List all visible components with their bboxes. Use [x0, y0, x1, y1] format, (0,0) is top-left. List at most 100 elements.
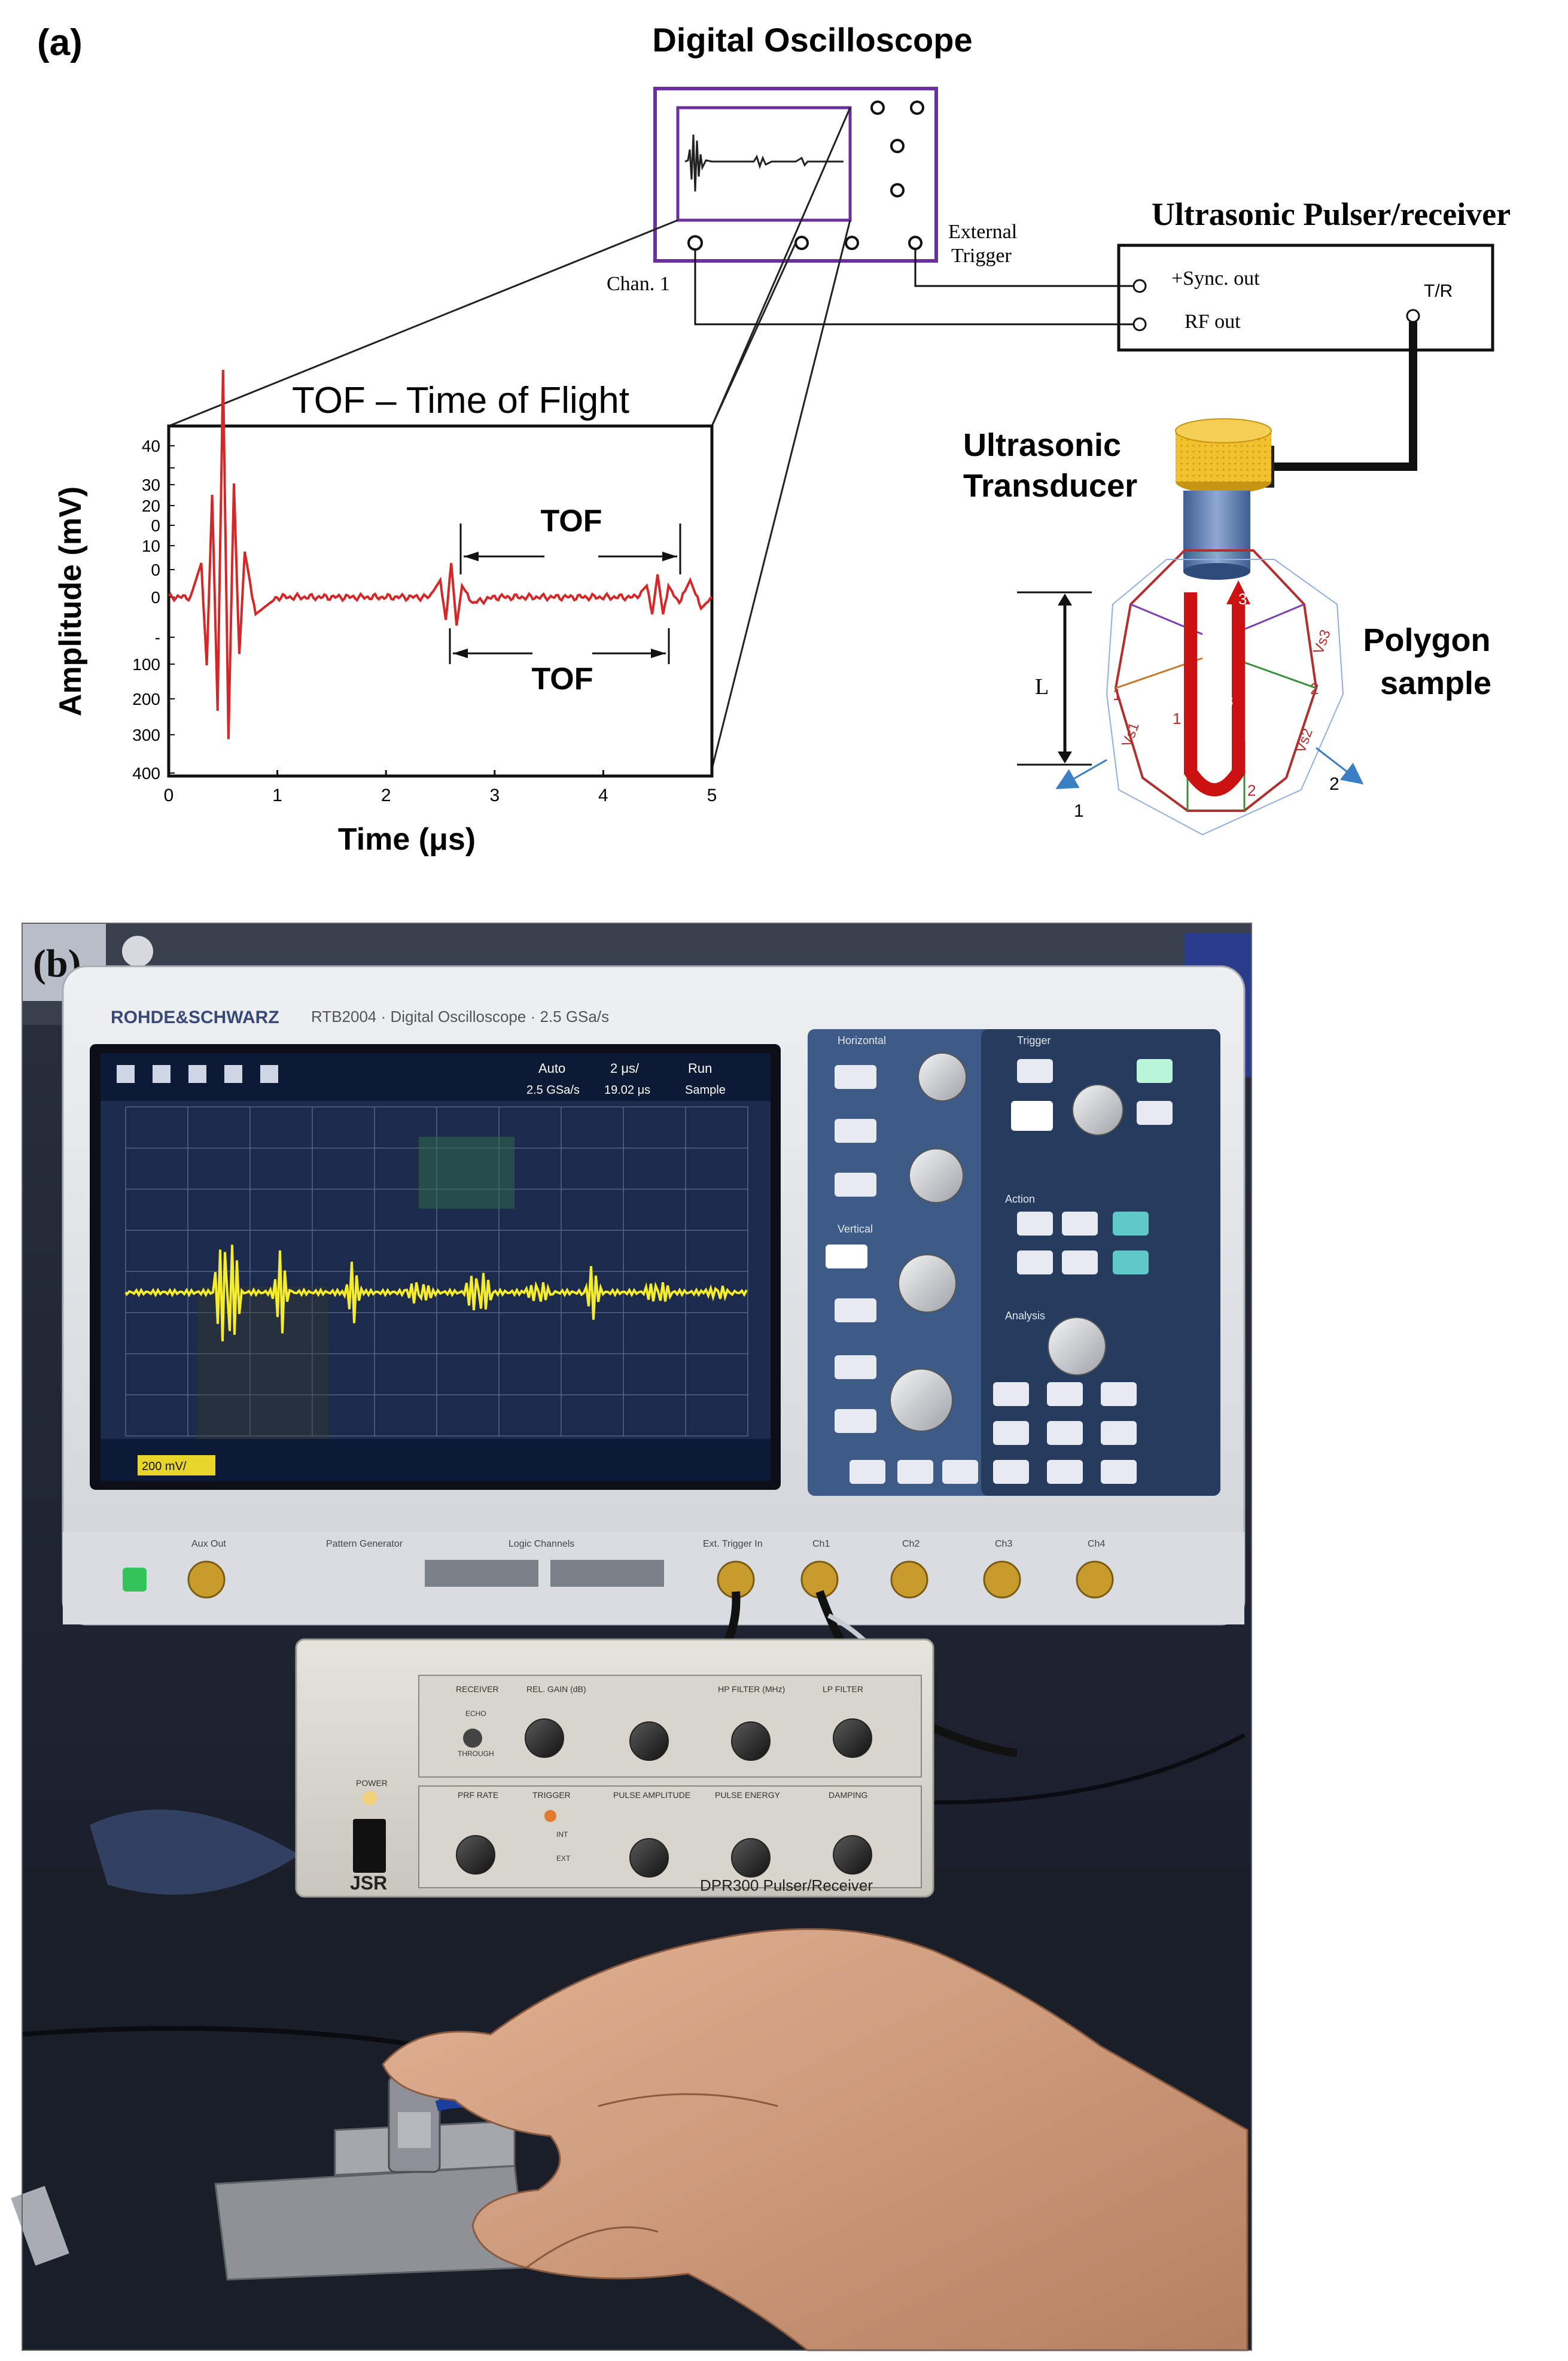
- pulser-model: DPR300 Pulser/Receiver: [700, 1876, 873, 1894]
- port-label: Pattern Generator: [326, 1539, 403, 1549]
- face-label: 1: [1173, 710, 1181, 728]
- hand: [382, 1928, 1249, 2351]
- y-tick-label: 10: [142, 537, 160, 555]
- pulser-label: EXT: [556, 1854, 571, 1863]
- rf-out-label: RF out: [1185, 311, 1241, 333]
- pulser-label: PRF RATE: [458, 1790, 498, 1800]
- zoom-lines: [168, 107, 851, 769]
- screen-waveform: [124, 1245, 748, 1341]
- panel-a-label: (a): [37, 22, 83, 63]
- tof-label-lower: TOF: [531, 662, 593, 696]
- screen-top-text: Sample: [685, 1084, 726, 1097]
- port-label: Logic Channels: [509, 1539, 574, 1549]
- pulser-label: THROUGH: [458, 1750, 494, 1758]
- pulser-box: [1117, 244, 1494, 352]
- pulser-label: HP FILTER (MHz): [718, 1684, 785, 1694]
- scope-bnc-ports: [187, 1560, 1114, 1599]
- transducer-label-1: Ultrasonic: [963, 427, 1121, 463]
- pulser-label: PULSE ENERGY: [715, 1790, 781, 1800]
- scope-buttons: [826, 1059, 1173, 1484]
- length-indicator: [1017, 591, 1092, 766]
- ext-trigger-label-2: Trigger: [951, 245, 1012, 267]
- pulser-label: LP FILTER: [823, 1684, 863, 1694]
- port-label: Ch1: [812, 1539, 830, 1549]
- y-tick-label: 300: [132, 726, 160, 744]
- tof-annotation-lower: [449, 628, 670, 664]
- pulser-label: DAMPING: [829, 1790, 867, 1800]
- pulser-label: POWER: [356, 1778, 388, 1788]
- tr-label: T/R: [1424, 281, 1453, 301]
- scope-brand: ROHDE&SCHWARZ: [111, 1008, 279, 1027]
- face-label: Vs3: [1208, 693, 1233, 710]
- port-label: Aux Out: [191, 1539, 226, 1549]
- y-tick-label: 0: [151, 516, 160, 535]
- axis-2-label: 2: [1329, 774, 1339, 794]
- scope-screen: [101, 1053, 771, 1481]
- y-tick-label: 200: [132, 690, 160, 708]
- signal-line: [168, 369, 713, 740]
- axis-1-label: 1: [1074, 801, 1084, 821]
- pulser-label: INT: [556, 1830, 568, 1839]
- face-label: Vs1: [1119, 720, 1143, 749]
- y-tick-label: 40: [142, 437, 160, 455]
- x-tick-label: 0: [164, 786, 174, 805]
- x-tick-label: 5: [707, 786, 717, 805]
- screen-top-text: 19.02 μs: [604, 1084, 650, 1097]
- face-label: 1: [1113, 686, 1121, 704]
- y-tick-label: 100: [132, 655, 160, 674]
- x-tick-label: 1: [272, 786, 282, 805]
- port-label: Ch2: [902, 1539, 920, 1549]
- screen-top-text: Auto: [538, 1061, 565, 1076]
- y-tick-label: 30: [142, 476, 160, 494]
- face-label: Vs2: [1292, 726, 1316, 755]
- oscilloscope-screen-trace: [684, 134, 844, 192]
- screen-top-text: Run: [688, 1061, 712, 1076]
- group-label: Vertical: [838, 1223, 873, 1235]
- panel-a: (a) Digital Oscilloscope Chan. 1 Externa…: [37, 21, 1511, 857]
- sync-out-label: +Sync. out: [1171, 267, 1260, 290]
- group-label: Horizontal: [838, 1035, 886, 1046]
- face-label: Vs3: [1310, 628, 1334, 656]
- x-tick-label: 2: [381, 786, 391, 805]
- pulser-label: PULSE AMPLITUDE: [613, 1790, 690, 1800]
- y-tick-label: 0: [151, 561, 160, 579]
- oscilloscope-frame: [653, 87, 938, 263]
- y-tick-label: 20: [142, 497, 160, 515]
- sample-label-1: Polygon: [1363, 622, 1491, 658]
- sample-label-2: sample: [1380, 665, 1491, 701]
- face-label: 2: [1310, 680, 1319, 698]
- ext-trigger-label-1: External: [948, 221, 1017, 243]
- pulser-label: ECHO: [465, 1709, 486, 1718]
- group-label: Action: [1005, 1193, 1035, 1205]
- port-label: Ch4: [1088, 1539, 1105, 1549]
- pulser-brand: JSR: [350, 1872, 387, 1894]
- scope-model: RTB2004 · Digital Oscilloscope · 2.5 GSa…: [311, 1008, 609, 1026]
- tof-annotation-upper: [459, 524, 681, 574]
- screen-top-text: 2.5 GSa/s: [526, 1084, 580, 1097]
- transducer-cable: [1263, 322, 1417, 471]
- pulser-label: TRIGGER: [532, 1790, 571, 1800]
- group-label: Analysis: [1005, 1310, 1045, 1322]
- group-label: Trigger: [1017, 1035, 1051, 1046]
- x-tick-label: 4: [598, 786, 608, 805]
- chan1-label: Chan. 1: [607, 273, 670, 295]
- chart-plot-area: [167, 424, 714, 778]
- pulser-knobs: [456, 1718, 872, 1878]
- rf-out-port: [1132, 317, 1147, 331]
- pulser-label: REL. GAIN (dB): [526, 1684, 586, 1694]
- tof-chart: TOF – Time of Flight Amplitude (mV) Time…: [53, 369, 717, 857]
- pulser-label: RECEIVER: [456, 1684, 499, 1694]
- tof-label-upper: TOF: [540, 504, 602, 538]
- y-axis-label: Amplitude (mV): [53, 486, 88, 716]
- screen-grid: [125, 1106, 748, 1437]
- x-axis-label: Time (μs): [338, 822, 476, 857]
- wires: [694, 249, 1134, 325]
- chart-title: TOF – Time of Flight: [292, 380, 629, 421]
- panel-b-photo: (b) ROHDE&SCHWARZ RTB2004 · Digital Osci…: [11, 923, 1252, 2351]
- port-label: Ext. Trigger In: [703, 1539, 763, 1549]
- tr-port: [1406, 309, 1420, 323]
- oscilloscope-screen: [676, 106, 852, 222]
